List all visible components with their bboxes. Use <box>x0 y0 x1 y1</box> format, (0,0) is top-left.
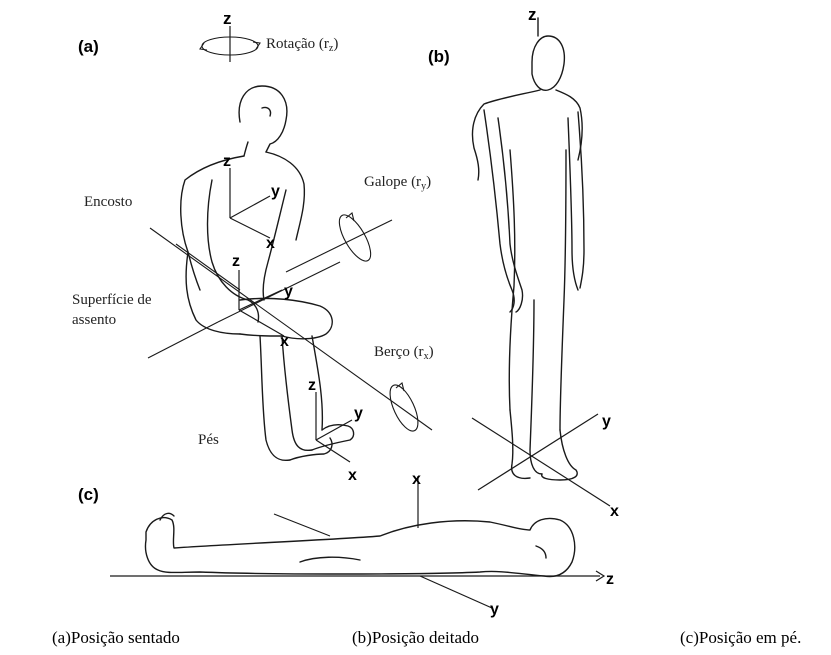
axis-label-x: x <box>348 467 357 484</box>
axis-label-x: x <box>412 471 421 488</box>
seat-plane-line <box>148 322 218 358</box>
panel-label-b: (b) <box>428 47 450 66</box>
standing-figure <box>472 18 584 480</box>
axis-label-z: z <box>223 153 231 170</box>
caption-c: (c)Posição em pé. <box>680 628 801 648</box>
seat-label-line1: Superfície de <box>72 292 152 308</box>
cradle-label: Berço (rx) <box>374 344 434 362</box>
rotation-label: Rotação (rz) <box>266 36 338 54</box>
axis-label-z: z <box>528 5 537 24</box>
axis-label-y: y <box>284 283 293 300</box>
axis-label-z: z <box>223 9 232 28</box>
lying-axes <box>110 476 604 608</box>
axis-label-y: y <box>490 601 499 618</box>
caption-a: (a)Posição sentado <box>52 628 180 648</box>
panel-label-a: (a) <box>78 37 99 56</box>
axis-label-y: y <box>271 183 280 200</box>
feet-label: Pés <box>198 432 219 448</box>
seated-figure <box>181 86 354 460</box>
backrest-axis-line <box>286 220 392 272</box>
axis-label-x: x <box>610 503 619 520</box>
seat-label-line2: assento <box>72 312 116 328</box>
axis-label-y: y <box>354 405 363 422</box>
axis-label-x: x <box>266 235 275 252</box>
axis-label-z: z <box>606 571 614 588</box>
backrest-label: Encosto <box>84 194 132 210</box>
standing-axes <box>472 414 610 506</box>
cradle-axis-line <box>150 228 432 430</box>
seat-axes <box>239 270 284 336</box>
back-axes <box>230 168 270 238</box>
lying-figure <box>146 513 575 576</box>
gallop-label: Galope (ry) <box>364 174 431 192</box>
panel-label-c: (c) <box>78 485 99 504</box>
axis-label-z: z <box>308 377 316 394</box>
axis-label-z: z <box>232 253 240 270</box>
axis-label-x: x <box>280 333 289 350</box>
axis-label-y: y <box>602 413 611 430</box>
caption-b: (b)Posição deitado <box>352 628 479 648</box>
